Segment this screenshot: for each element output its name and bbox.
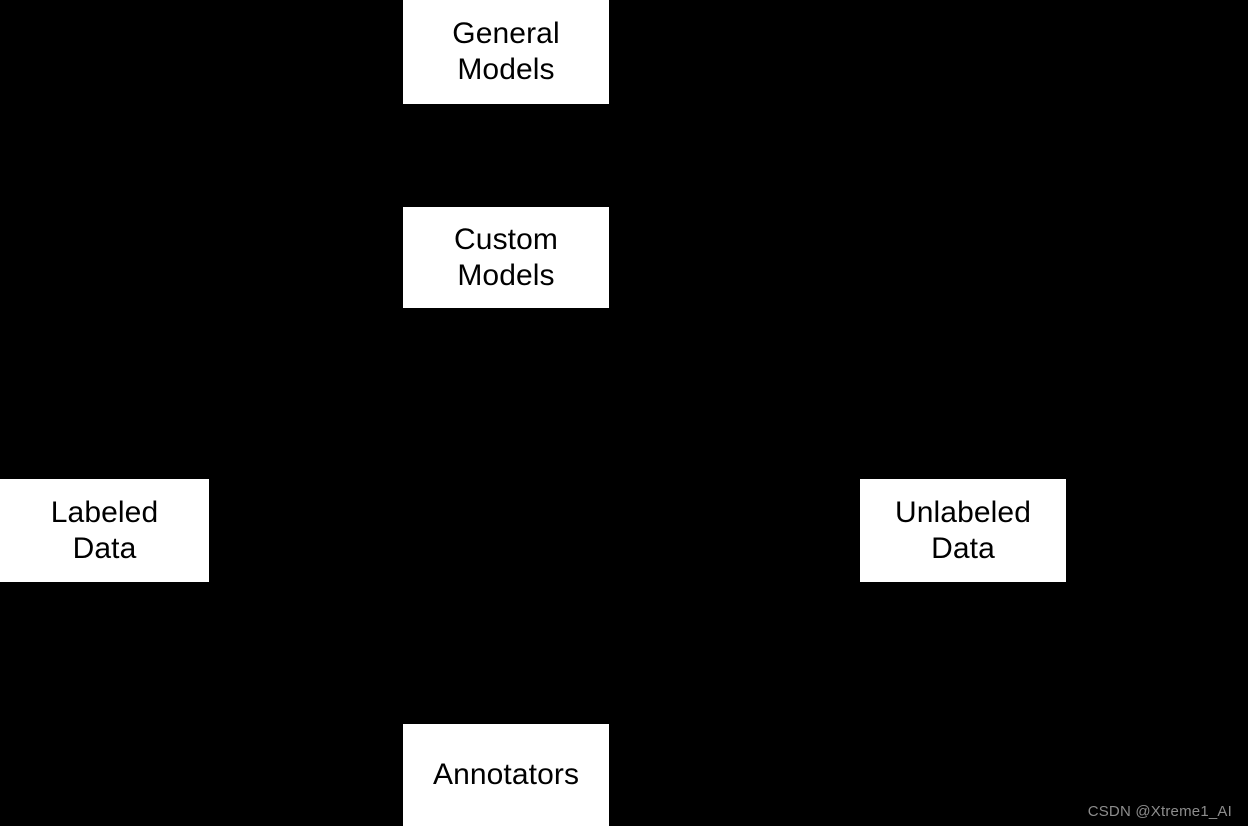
node-unlabeled-data-label: Unlabeled Data — [894, 495, 1031, 565]
node-custom-models[interactable]: Custom Models — [403, 207, 609, 308]
node-custom-models-label: Custom Models — [454, 222, 558, 292]
node-annotators-label: Annotators — [432, 758, 580, 791]
node-labeled-data-label: Labeled Data — [50, 495, 159, 565]
node-annotators[interactable]: Annotators — [403, 724, 609, 826]
node-general-models-label: General Models — [452, 17, 560, 86]
watermark: CSDN @Xtreme1_AI — [1087, 803, 1232, 820]
node-labeled-data[interactable]: Labeled Data — [0, 479, 209, 582]
node-unlabeled-data[interactable]: Unlabeled Data — [860, 479, 1066, 582]
node-general-models[interactable]: General Models — [403, 0, 609, 104]
